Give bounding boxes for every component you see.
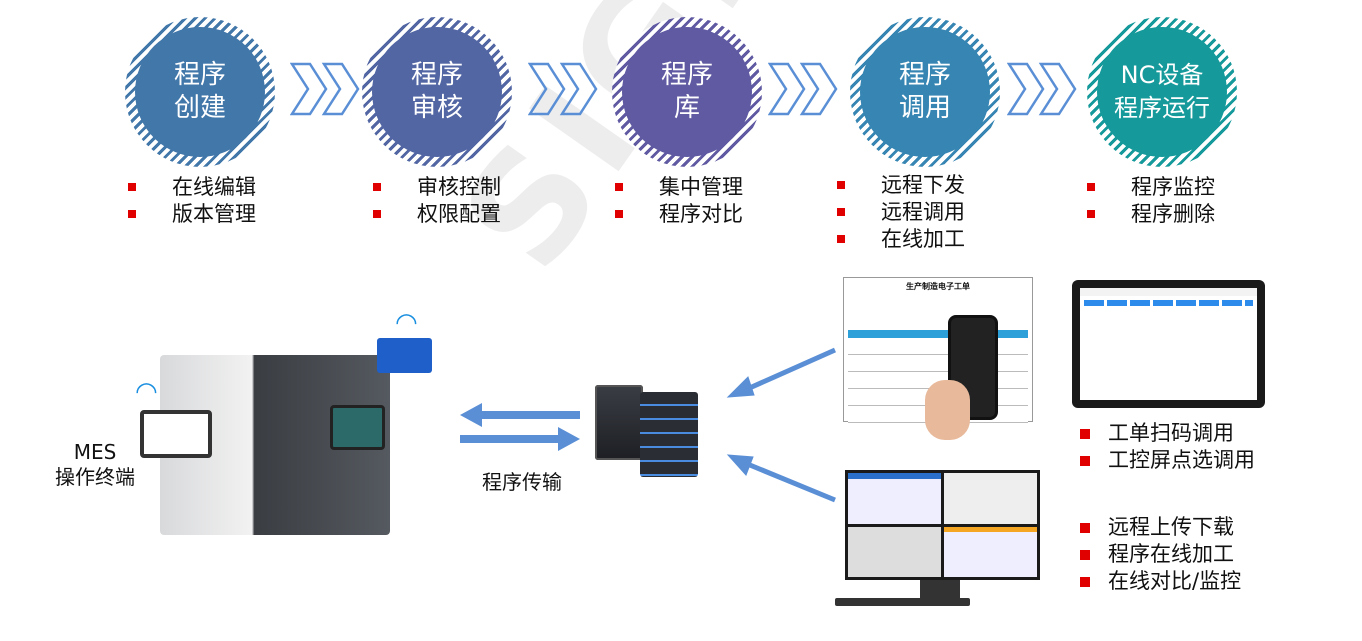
step-title: 程序: [660, 60, 713, 90]
step-program-library: 程序库: [612, 17, 762, 167]
feature-list: 远程下发远程调用在线加工: [837, 172, 965, 253]
hand-image: [925, 380, 970, 440]
step-title: NC设备: [1120, 61, 1204, 89]
feature-item: 在线对比/监控: [1080, 568, 1241, 595]
feature-item: 程序对比: [615, 201, 743, 228]
server-image: [595, 385, 643, 460]
feature-item: 在线编辑: [128, 174, 256, 201]
keyboard-image: [835, 598, 970, 606]
step-program-review: 程序审核: [362, 17, 512, 167]
scan-feature-list: 工单扫码调用工控屏点选调用: [1080, 420, 1255, 474]
label-line: MES: [73, 440, 117, 464]
step-title: 调用: [898, 93, 951, 123]
step-program-create: 程序创建: [125, 17, 275, 167]
step-nc-run: NC设备程序运行: [1087, 17, 1237, 167]
gateway-device-image: [377, 338, 432, 373]
chevron-arrow-icon: [1007, 62, 1077, 116]
step-title: 审核: [410, 93, 463, 123]
feature-item: 程序删除: [1087, 201, 1215, 228]
remote-feature-list: 远程上传下载程序在线加工在线对比/监控: [1080, 514, 1241, 595]
feature-list: 在线编辑版本管理: [128, 174, 256, 228]
step-title: 程序运行: [1114, 94, 1210, 122]
incoming-arrows-icon: [726, 347, 837, 503]
feature-item: 远程调用: [837, 199, 965, 226]
work-order-title: 生产制造电子工单: [906, 282, 970, 291]
feature-item: 程序在线加工: [1080, 541, 1241, 568]
feature-list: 集中管理程序对比: [615, 174, 743, 228]
feature-item: 工单扫码调用: [1080, 420, 1255, 447]
step-title: 创建: [173, 93, 226, 123]
step-title: 库: [673, 93, 700, 123]
feature-item: 审核控制: [373, 174, 501, 201]
feature-item: 权限配置: [373, 201, 501, 228]
feature-item: 远程上传下载: [1080, 514, 1241, 541]
chevron-arrow-icon: [768, 62, 838, 116]
wifi-icon: ◠: [395, 308, 418, 338]
step-title: 程序: [173, 60, 226, 90]
feature-item: 程序监控: [1087, 174, 1215, 201]
step-title: 程序: [410, 60, 463, 90]
mes-tablet-image: [140, 410, 212, 458]
feature-item: 远程下发: [837, 172, 965, 199]
step-program-call: 程序调用: [850, 17, 1000, 167]
step-title: 程序: [898, 60, 951, 90]
monitor-stand: [920, 580, 960, 598]
wifi-icon: ◠: [135, 377, 158, 407]
transfer-label: 程序传输: [482, 470, 562, 494]
feature-item: 版本管理: [128, 201, 256, 228]
feature-item: 集中管理: [615, 174, 743, 201]
feature-item: 工控屏点选调用: [1080, 447, 1255, 474]
label-line: 操作终端: [55, 465, 135, 489]
chevron-arrow-icon: [290, 62, 360, 116]
feature-item: 在线加工: [837, 226, 965, 253]
feature-list: 程序监控程序删除: [1087, 174, 1215, 228]
server-image: [640, 392, 698, 477]
multi-monitor-image: [845, 470, 1040, 580]
machine-screen: [330, 405, 385, 450]
feature-list: 审核控制权限配置: [373, 174, 501, 228]
industrial-screen-image: [1072, 280, 1265, 408]
chevron-arrow-icon: [528, 62, 598, 116]
transfer-arrows-icon: [460, 403, 580, 451]
